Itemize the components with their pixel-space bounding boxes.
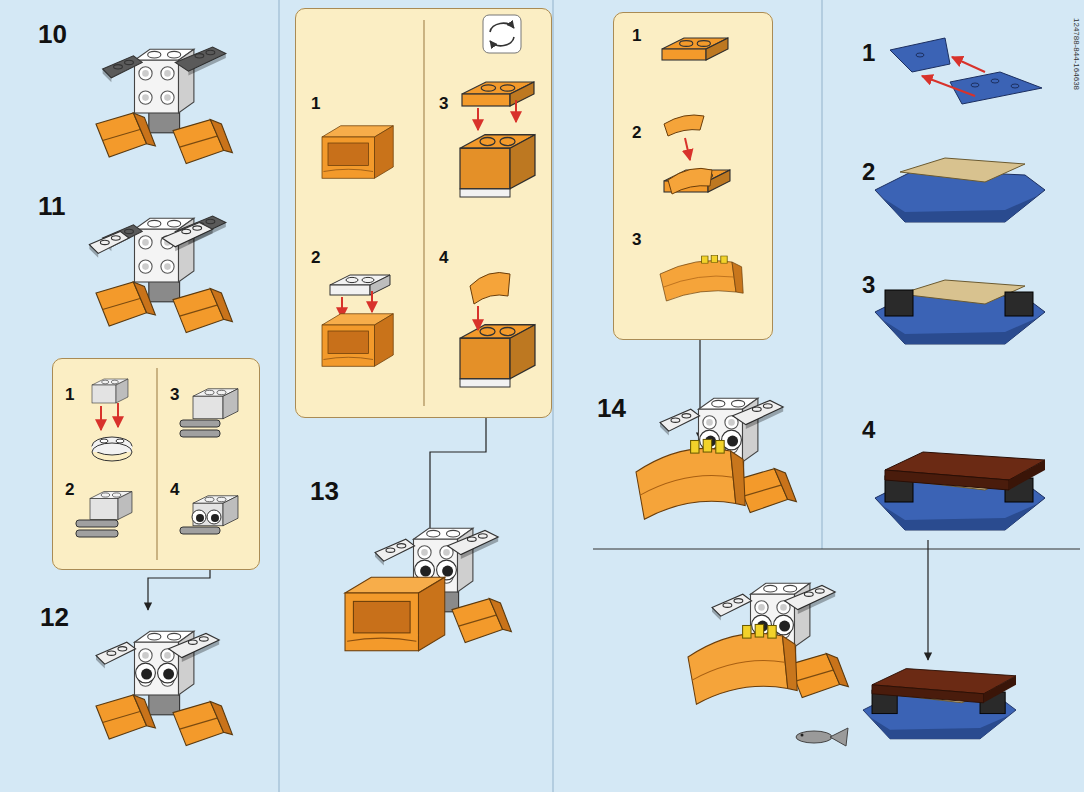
- substep-number: 2: [632, 124, 641, 141]
- beak: [636, 439, 745, 519]
- step-number: 13: [310, 478, 339, 504]
- substep-number: 3: [632, 231, 641, 248]
- substep-number: 4: [170, 481, 179, 498]
- substeps-13: [322, 15, 535, 387]
- step-number: 2: [862, 160, 875, 184]
- step-number: 12: [40, 604, 69, 630]
- step-number: 1: [862, 41, 875, 65]
- substep-number: 3: [439, 95, 448, 112]
- substep-number: 2: [65, 481, 74, 498]
- substep-number: 1: [632, 27, 641, 44]
- boat-substeps: [875, 38, 1045, 530]
- step-number: 3: [862, 273, 875, 297]
- panel-grounds: [52, 8, 773, 570]
- step-number: 4: [862, 418, 875, 442]
- substeps-12: [76, 379, 238, 537]
- substep-panel: 1 2 3 4: [52, 358, 260, 570]
- substep-number: 4: [439, 249, 448, 266]
- fish: [796, 728, 848, 746]
- step-number: 11: [38, 193, 66, 219]
- substep-number: 3: [170, 386, 179, 403]
- part-code: 124788-844-164638: [1072, 18, 1080, 90]
- substep-number: 1: [311, 95, 320, 112]
- leader-lines: [148, 340, 928, 660]
- boat: [863, 669, 1016, 739]
- substep-number: 2: [311, 249, 320, 266]
- substep-panel: 1 2 3 4: [295, 8, 552, 418]
- fold-lines: [279, 0, 822, 792]
- substep-number: 1: [65, 386, 74, 403]
- beak: [688, 624, 797, 704]
- beak-box: [345, 577, 445, 651]
- step-11-model: [89, 216, 232, 333]
- step-10-model: [96, 47, 232, 164]
- step-12-model: [96, 631, 232, 745]
- panel-dividers: [157, 20, 424, 560]
- substeps-14: [660, 38, 743, 301]
- step-number: 10: [38, 21, 67, 47]
- divider: [593, 548, 1080, 549]
- substep-panel: 1 2 3: [613, 12, 773, 340]
- step-number: 14: [597, 395, 626, 421]
